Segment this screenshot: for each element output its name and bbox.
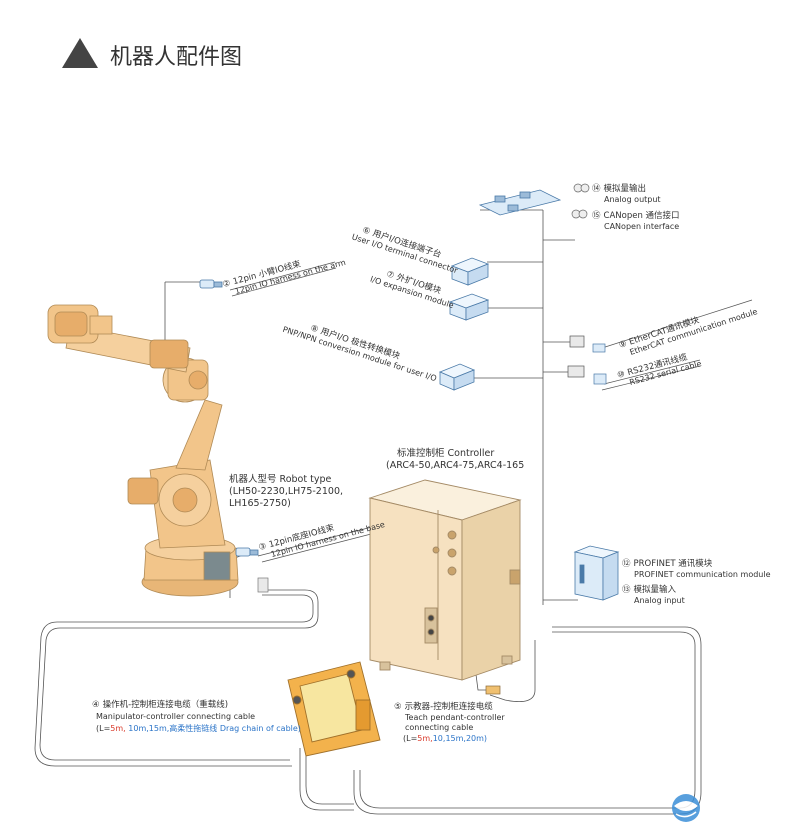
user-io-terminal-module [450, 257, 490, 286]
label-arm-harness: ②12pin 小臂IO线束 12pin IO harness on the ar… [222, 258, 347, 296]
controller-line1: 标准控制柜 Controller [397, 447, 494, 459]
part-number: ⑨ [618, 339, 628, 351]
part-number: ⑮ [592, 211, 601, 221]
label-controller: 标准控制柜 Controller (ARC4-50,ARC4-75,ARC4-1… [386, 447, 524, 471]
title-triangle-icon [62, 38, 98, 68]
cable-length-prefix: (L= [96, 724, 110, 733]
io-expansion-module [448, 293, 490, 321]
part-number: ⑫ [622, 559, 631, 569]
part-number: ③ [258, 541, 268, 553]
part-number: ⑥ [361, 225, 371, 237]
label-rs232: ⑩RS232通讯线缆 RS232 serial cable [616, 351, 702, 387]
robot-type-line3: LH165-2750) [229, 498, 291, 509]
part-name-en-line2: connecting cable [405, 723, 473, 732]
part-number: ⑬ [622, 585, 631, 595]
arm-harness-icon [199, 279, 223, 289]
teach-pendant [287, 661, 381, 757]
part-name-en: CANopen interface [604, 222, 679, 231]
robot-type-line1: 机器人型号 Robot type [229, 473, 331, 485]
part-number: ⑤ [394, 702, 402, 712]
analog-output-connector-icon [573, 183, 590, 193]
brand-logo-icon [672, 794, 700, 822]
part-name-cn: CANopen 通信接口 [604, 210, 680, 221]
cable-length-default: 5m, [110, 724, 125, 733]
part-number: ④ [92, 700, 100, 710]
pnp-npn-conversion-module [438, 363, 476, 391]
cable-length-default: 5m, [417, 734, 432, 743]
robot-illustration [47, 304, 239, 597]
part-name-cn: 模拟量输出 [604, 183, 647, 194]
label-user-io-terminal: ⑥用户I/O连接端子台 User I/O terminal connector [351, 225, 460, 275]
part-name-en: Manipulator-controller connecting cable [96, 712, 255, 721]
svg-text:(L=5m,10,15m,20m): (L=5m,10,15m,20m) [403, 734, 487, 743]
part-number: ⑭ [592, 184, 601, 194]
base-harness-icon [235, 547, 259, 557]
part-name-en: Analog output [604, 195, 661, 204]
part-number: ⑧ [309, 323, 319, 335]
cable-length-options: 10,15m,20m) [433, 734, 487, 743]
part-name-en: Analog input [634, 596, 685, 605]
part-number: ⑦ [385, 269, 395, 281]
controller-cabinet [368, 479, 522, 681]
part-name-cn: PROFINET 通讯模块 [634, 558, 713, 569]
part-name-cn: 操作机-控制柜连接电缆（重载线) [103, 699, 228, 710]
part-number: ⑩ [616, 369, 626, 381]
part-name-cn: 模拟量输入 [634, 584, 677, 595]
part-name-en: PROFINET communication module [634, 570, 771, 579]
label-robot-type: 机器人型号 Robot type (LH50-2230,LH75-2100, L… [229, 473, 343, 509]
part-number: ② [222, 278, 232, 290]
page-title: 机器人配件图 [110, 45, 242, 70]
controller-line2: (ARC4-50,ARC4-75,ARC4-165 [386, 460, 524, 471]
svg-text:(L=5m, 10m,15m,高柔性拖链线 Drag cha: (L=5m, 10m,15m,高柔性拖链线 Drag chain of cabl… [96, 723, 301, 733]
label-ethercat: ⑨EtherCAT通讯模块 EtherCAT communication mod… [618, 307, 759, 357]
part-name-cn: 示教器-控制柜连接电缆 [405, 701, 494, 712]
analog-output-board [478, 189, 562, 216]
rs232-cable-module [567, 365, 607, 385]
part-name-en-line1: Teach pendant-controller [404, 713, 505, 722]
robot-cable-plug-icon [257, 577, 269, 593]
canopen-connector-icon [571, 209, 588, 219]
robot-type-line2: (LH50-2230,LH75-2100, [229, 486, 343, 497]
part-name-en: PNP/NPN conversion module for user I/O [282, 325, 438, 383]
cable-length-options: 10m,15m,高柔性拖链线 Drag chain of cable) [126, 723, 301, 733]
label-conversion-module: ⑧用户I/O 极性转换模块 PNP/NPN conversion module … [282, 323, 438, 383]
pendant-cable-plug-icon [485, 685, 501, 695]
profinet-module [573, 545, 620, 601]
ethercat-module [569, 335, 606, 353]
cable-length-prefix: (L= [403, 734, 417, 743]
leader-lines [229, 261, 753, 563]
